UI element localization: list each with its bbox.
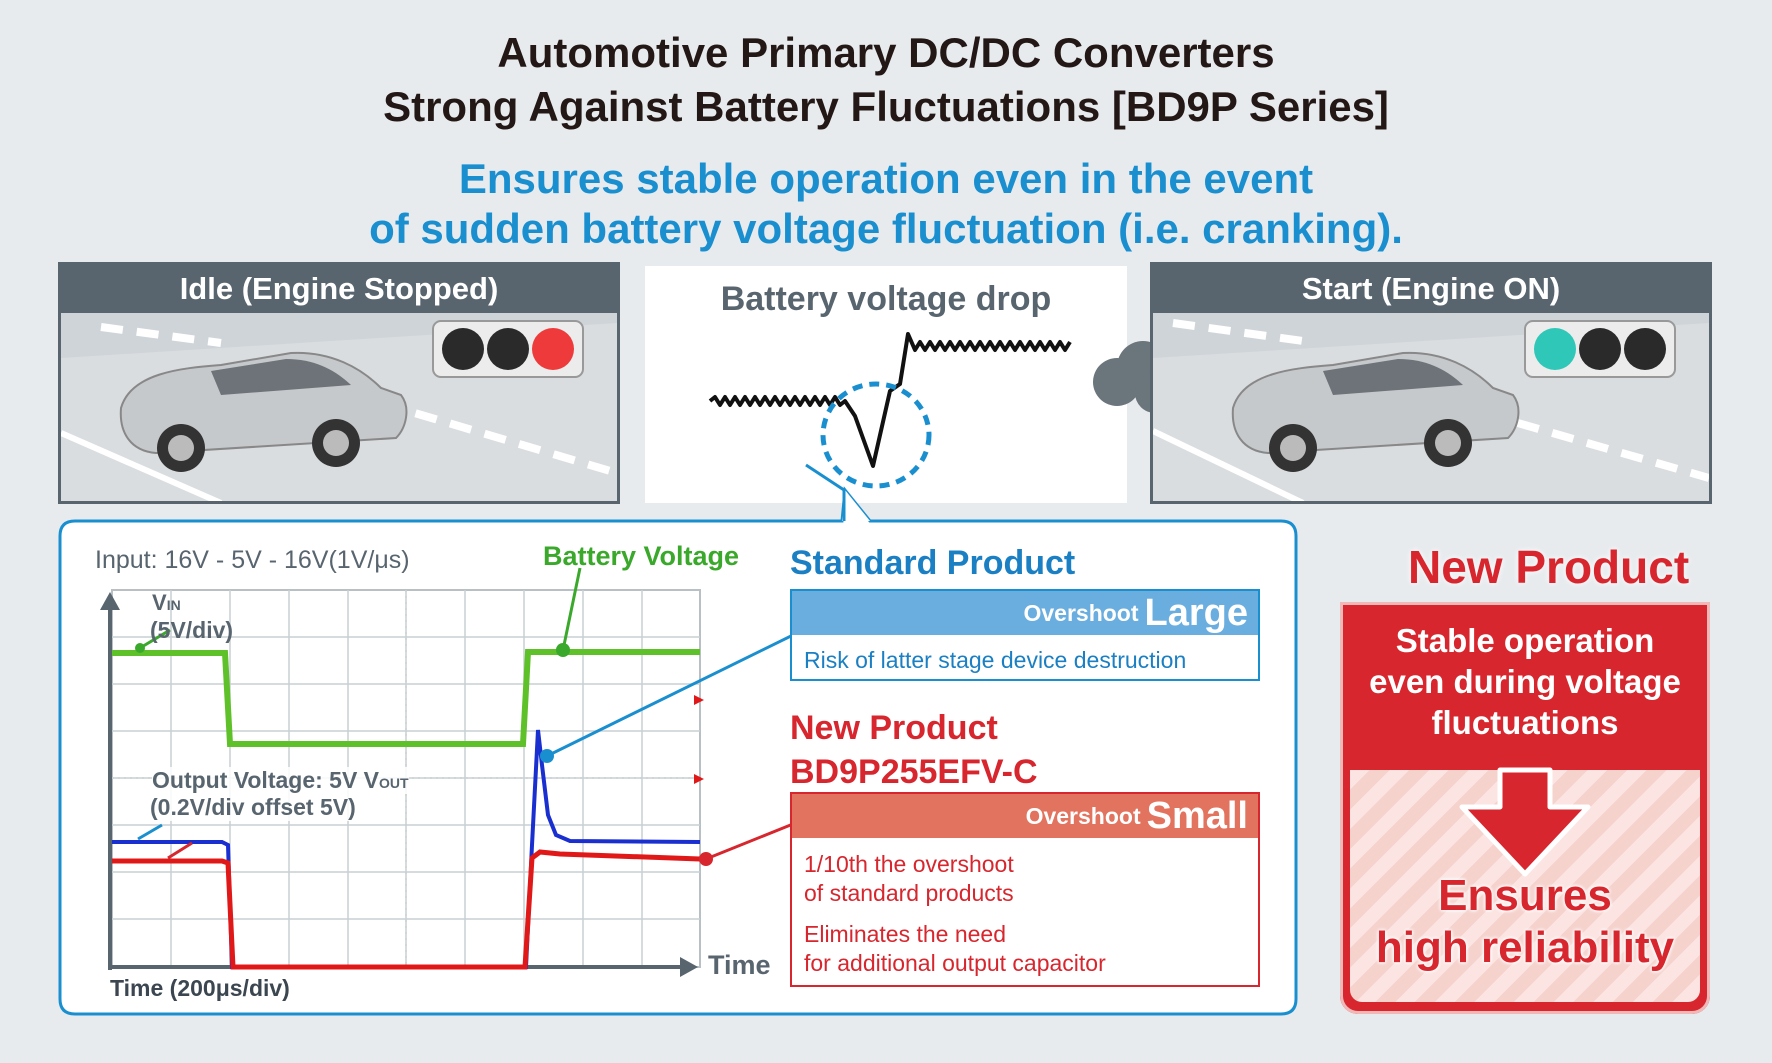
vin-label: VIN bbox=[152, 590, 181, 616]
drop-panel-title: Battery voltage drop bbox=[720, 280, 1052, 318]
new-note1-line2: of standard products bbox=[804, 880, 1014, 906]
idle-scene bbox=[61, 320, 617, 501]
new-product-output-trace bbox=[112, 849, 701, 970]
idle-panel-header: Idle (Engine Stopped) bbox=[61, 265, 617, 313]
time-scale-label: Time (200μs/div) bbox=[110, 975, 290, 1001]
standard-output-trace bbox=[112, 729, 701, 969]
down-arrow-icon bbox=[1459, 767, 1591, 877]
time-axis-label: Time bbox=[708, 950, 771, 980]
side-new-product-box: Stable operation even during voltage flu… bbox=[1340, 602, 1710, 1014]
vin-sub: IN bbox=[166, 597, 181, 613]
subtitle-line1: Ensures stable operation even in the eve… bbox=[458, 155, 1314, 202]
side-result-line1: Ensures bbox=[1438, 871, 1612, 920]
side-desc-line1: Stable operation bbox=[1395, 622, 1655, 659]
battery-voltage-label: Battery Voltage bbox=[543, 541, 740, 571]
standard-risk-note: Risk of latter stage device destruction bbox=[804, 647, 1187, 673]
vout-label: Output Voltage: 5V VOUT bbox=[152, 767, 409, 794]
side-new-product-title: New Product bbox=[1408, 541, 1690, 593]
side-desc-line3: fluctuations bbox=[1431, 704, 1619, 741]
new-note-capacitor: Eliminates the need for additional outpu… bbox=[804, 920, 1106, 978]
side-result-line2: high reliability bbox=[1375, 923, 1675, 972]
car-icon bbox=[119, 351, 408, 472]
drop-highlight-circle bbox=[820, 381, 932, 489]
main-title-line2: Strong Against Battery Fluctuations [BD9… bbox=[383, 83, 1389, 130]
drop-panel: Battery voltage drop bbox=[645, 266, 1127, 503]
vin-scale-label: (5V/div) bbox=[150, 617, 234, 643]
traffic-light-red-icon bbox=[432, 320, 584, 378]
start-panel-header: Start (Engine ON) bbox=[1153, 265, 1709, 313]
overshoot-label: Overshoot bbox=[1023, 600, 1139, 626]
new-note-overshoot: 1/10th the overshoot of standard product… bbox=[804, 850, 1014, 908]
overshoot-large-value: Large bbox=[1144, 592, 1248, 634]
start-scene bbox=[1153, 319, 1709, 501]
standard-product-title: Standard Product bbox=[790, 544, 1076, 582]
vin-main: V bbox=[152, 590, 167, 615]
overshoot-small-value: Small bbox=[1146, 795, 1248, 837]
time-axis-arrow-icon bbox=[680, 957, 698, 977]
car-icon bbox=[1231, 351, 1520, 472]
side-result: Ensures high reliability bbox=[1340, 870, 1710, 974]
new-product-title: New Product BD9P255EFV-C bbox=[790, 706, 1038, 794]
voltage-axis-arrow-icon bbox=[100, 592, 120, 610]
new-note2-line2: for additional output capacitor bbox=[804, 950, 1106, 976]
side-desc-line2: even during voltage bbox=[1369, 663, 1681, 700]
vout-sub: OUT bbox=[379, 775, 409, 791]
subtitle-line2: of sudden battery voltage fluctuation (i… bbox=[369, 205, 1403, 252]
new-note1-line1: 1/10th the overshoot bbox=[804, 851, 1014, 877]
overshoot-label: Overshoot bbox=[1025, 803, 1141, 829]
start-panel: Start (Engine ON) bbox=[1150, 262, 1712, 504]
side-description: Stable operation even during voltage flu… bbox=[1340, 620, 1710, 743]
idle-panel: Idle (Engine Stopped) bbox=[58, 262, 620, 504]
new-note2-line1: Eliminates the need bbox=[804, 921, 1007, 947]
traffic-light-green-icon bbox=[1524, 320, 1676, 378]
vout-main: Output Voltage: 5V V bbox=[152, 767, 380, 793]
voltage-drop-sketch bbox=[708, 332, 1072, 489]
new-product-model: BD9P255EFV-C bbox=[790, 753, 1038, 791]
vout-scale-label: (0.2V/div offset 5V) bbox=[150, 794, 356, 821]
main-title-line1: Automotive Primary DC/DC Converters bbox=[497, 29, 1275, 76]
new-product-title-line1: New Product bbox=[790, 709, 998, 747]
scope-input-label: Input: 16V - 5V - 16V(1V/μs) bbox=[95, 546, 410, 574]
